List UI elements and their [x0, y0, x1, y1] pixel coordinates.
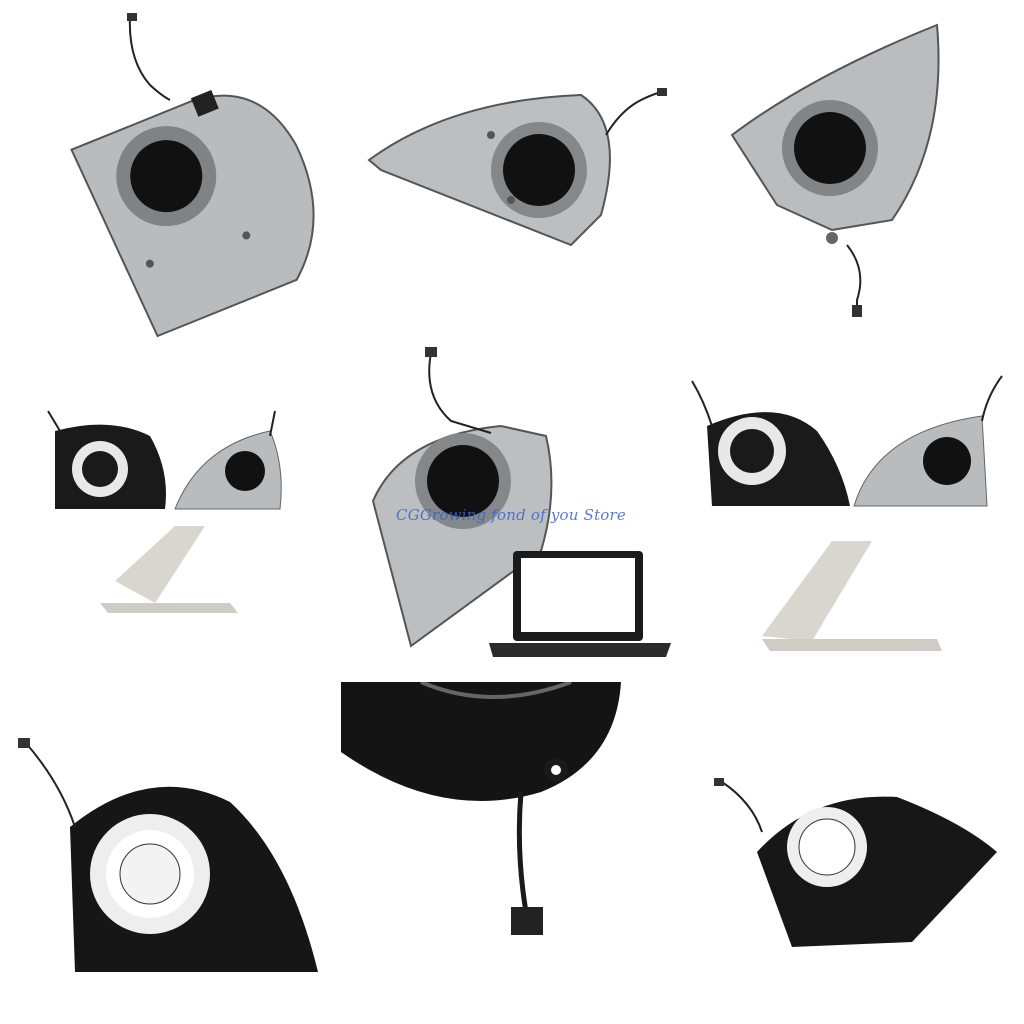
photo-silver-fan-2 [341, 0, 682, 341]
store-watermark: CGGrowing fond of you Store [396, 506, 626, 524]
photo-black-fan-1 [0, 682, 341, 1023]
laptop-silver-icon [762, 541, 942, 651]
laptop-silver-icon [100, 526, 238, 613]
photo-fan-pair-laptop-2 [682, 341, 1023, 682]
photo-black-fan-2 [682, 682, 1023, 1023]
photo-silver-fan-center: CGGrowing fond of you Store [341, 341, 682, 682]
photo-black-fan-closeup [341, 682, 682, 1023]
laptop-black-icon [489, 551, 671, 657]
photo-fan-pair-laptop-1 [0, 341, 341, 682]
photo-silver-fan-3 [682, 0, 1023, 341]
photo-silver-fan-1 [0, 0, 341, 341]
